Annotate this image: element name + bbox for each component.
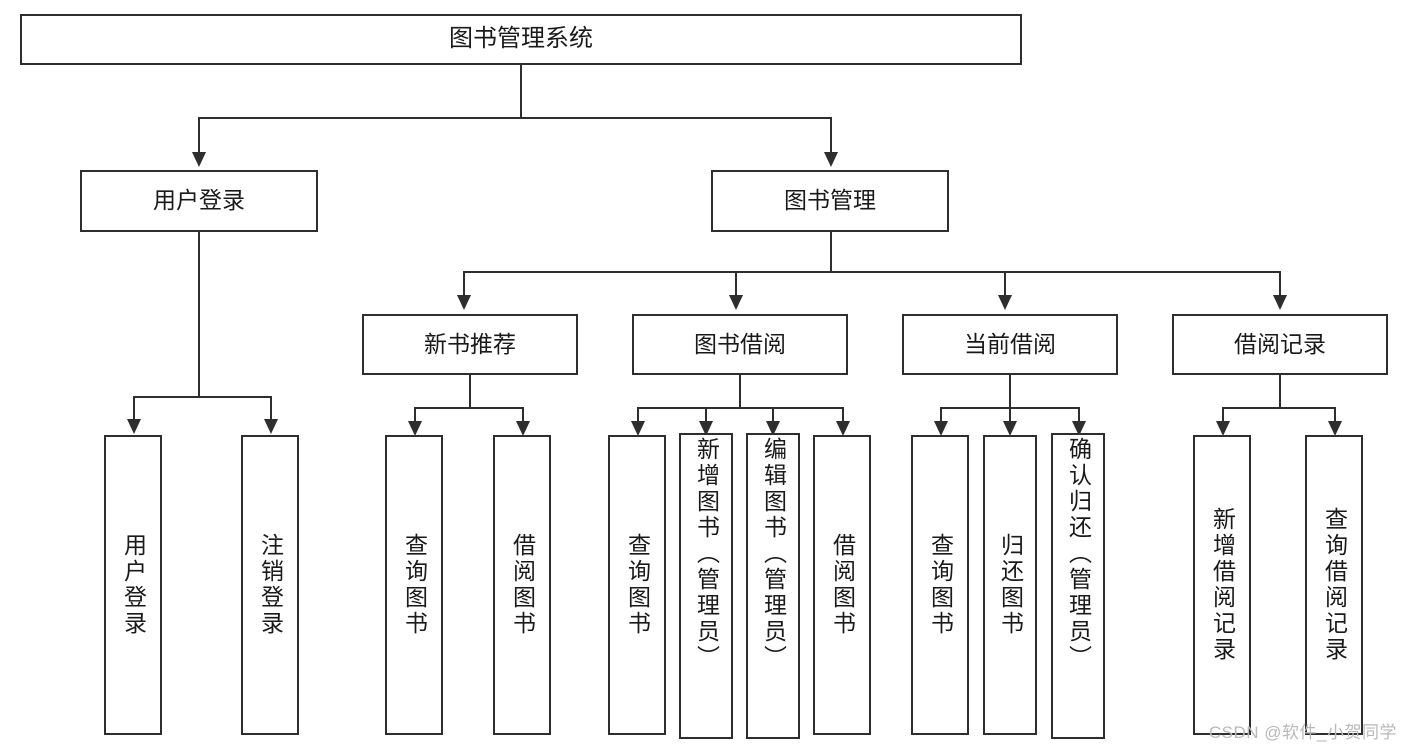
connector-root-to-book-manage (830, 117, 832, 153)
connector-user-login-branch-0 (133, 396, 135, 420)
node-label: 用户登录 (120, 533, 147, 637)
node-borrow-record[interactable]: 借阅记录 (1172, 314, 1388, 375)
connector-current-borrow-branch-0 (940, 407, 942, 423)
connector-root-to-user-login (198, 117, 200, 153)
node-book-borrow[interactable]: 图书借阅 (632, 314, 848, 375)
arrowhead-to-book-borrow (729, 295, 743, 310)
node-label: 确认归还（管理员） (1065, 437, 1092, 671)
arrowhead-to-user-login (192, 152, 206, 167)
leaf-current-borrow-confirm-return[interactable]: 确认归还（管理员） (1051, 433, 1105, 739)
arrowhead-to-current-borrow (998, 295, 1012, 310)
leaf-current-borrow-query-book[interactable]: 查询图书 (911, 435, 969, 735)
node-label: 图书借阅 (694, 330, 786, 357)
connector-book-borrow-stem (739, 375, 741, 409)
node-label: 归还图书 (997, 533, 1024, 637)
node-label: 编辑图书（管理员） (760, 437, 787, 671)
arrowhead-current-borrow-leaf-0 (934, 421, 948, 436)
connector-new-book-stem (469, 375, 471, 409)
leaf-borrow-record-query-record[interactable]: 查询借阅记录 (1305, 435, 1363, 735)
node-root-system[interactable]: 图书管理系统 (20, 14, 1022, 65)
connector-root-bus (198, 117, 832, 119)
connector-new-book-branch-0 (414, 407, 416, 423)
node-label: 查询图书 (401, 533, 428, 637)
arrowhead-current-borrow-leaf-2 (1072, 421, 1086, 436)
leaf-user-login-logout[interactable]: 注销登录 (241, 435, 299, 735)
leaf-book-borrow-query-book[interactable]: 查询图书 (608, 435, 666, 735)
arrowhead-to-book-manage (824, 152, 838, 167)
leaf-user-login-login[interactable]: 用户登录 (104, 435, 162, 735)
connector-user-login-bus (133, 396, 272, 398)
node-label: 借阅记录 (1234, 330, 1326, 357)
leaf-book-borrow-edit-book[interactable]: 编辑图书（管理员） (746, 433, 800, 739)
arrowhead-user-login-leaf-1 (264, 419, 278, 434)
watermark-text: CSDN @软件_小贺同学 (1208, 723, 1397, 742)
leaf-borrow-record-add-record[interactable]: 新增借阅记录 (1193, 435, 1251, 735)
connector-current-borrow-branch-1 (1009, 407, 1011, 423)
connector-root-stem (520, 65, 522, 118)
leaf-current-borrow-return-book[interactable]: 归还图书 (983, 435, 1037, 735)
node-label: 当前借阅 (964, 330, 1056, 357)
connector-new-book-bus (414, 407, 524, 409)
arrowhead-book-borrow-leaf-2 (766, 421, 780, 436)
arrowhead-new-book-leaf-0 (408, 421, 422, 436)
node-label: 新增借阅记录 (1209, 507, 1236, 663)
leaf-book-borrow-borrow-book[interactable]: 借阅图书 (813, 435, 871, 735)
arrowhead-book-borrow-leaf-3 (836, 421, 850, 436)
node-label: 借阅图书 (509, 533, 536, 637)
connector-book-manage-branch-1 (735, 271, 737, 296)
node-label: 查询借阅记录 (1321, 507, 1348, 663)
arrowhead-book-borrow-leaf-1 (699, 421, 713, 436)
arrowhead-borrow-record-leaf-1 (1328, 421, 1342, 436)
connector-borrow-record-branch-1 (1334, 407, 1336, 423)
arrowhead-current-borrow-leaf-1 (1003, 421, 1017, 436)
node-label: 新增图书（管理员） (693, 437, 720, 671)
connector-book-borrow-branch-1 (705, 407, 707, 423)
connector-user-login-branch-1 (270, 396, 272, 420)
connector-book-manage-stem (830, 232, 832, 272)
node-current-borrow[interactable]: 当前借阅 (902, 314, 1118, 375)
node-new-book-recommend[interactable]: 新书推荐 (362, 314, 578, 375)
leaf-book-borrow-add-book[interactable]: 新增图书（管理员） (679, 433, 733, 739)
connector-book-manage-branch-0 (463, 271, 465, 296)
connector-borrow-record-branch-0 (1222, 407, 1224, 423)
connector-current-borrow-branch-2 (1078, 407, 1080, 423)
node-label: 注销登录 (257, 533, 284, 637)
leaf-new-book-borrow-book[interactable]: 借阅图书 (493, 435, 551, 735)
connector-borrow-record-bus (1222, 407, 1336, 409)
arrowhead-new-book-leaf-1 (516, 421, 530, 436)
arrowhead-book-borrow-leaf-0 (631, 421, 645, 436)
connector-book-borrow-branch-0 (637, 407, 639, 423)
connector-user-login-stem (198, 232, 200, 397)
connector-book-manage-branch-3 (1279, 271, 1281, 296)
node-label: 查询图书 (624, 533, 651, 637)
connector-book-manage-bus (463, 271, 1280, 273)
connector-book-manage-branch-2 (1004, 271, 1006, 296)
connector-borrow-record-stem (1279, 375, 1281, 409)
leaf-new-book-query-book[interactable]: 查询图书 (385, 435, 443, 735)
node-book-management[interactable]: 图书管理 (711, 170, 949, 232)
node-label: 图书管理系统 (449, 25, 593, 53)
connector-book-borrow-bus (637, 407, 844, 409)
arrowhead-user-login-leaf-0 (127, 419, 141, 434)
node-label: 查询图书 (927, 533, 954, 637)
node-label: 用户登录 (153, 187, 245, 214)
connector-current-borrow-stem (1009, 375, 1011, 409)
arrowhead-to-new-book (457, 295, 471, 310)
node-user-login[interactable]: 用户登录 (80, 170, 318, 232)
connector-book-borrow-branch-3 (842, 407, 844, 423)
connector-book-borrow-branch-2 (772, 407, 774, 423)
node-label: 新书推荐 (424, 330, 516, 357)
connector-new-book-branch-1 (522, 407, 524, 423)
arrowhead-borrow-record-leaf-0 (1216, 421, 1230, 436)
node-label: 图书管理 (784, 187, 876, 214)
node-label: 借阅图书 (829, 533, 856, 637)
arrowhead-to-borrow-record (1273, 295, 1287, 310)
